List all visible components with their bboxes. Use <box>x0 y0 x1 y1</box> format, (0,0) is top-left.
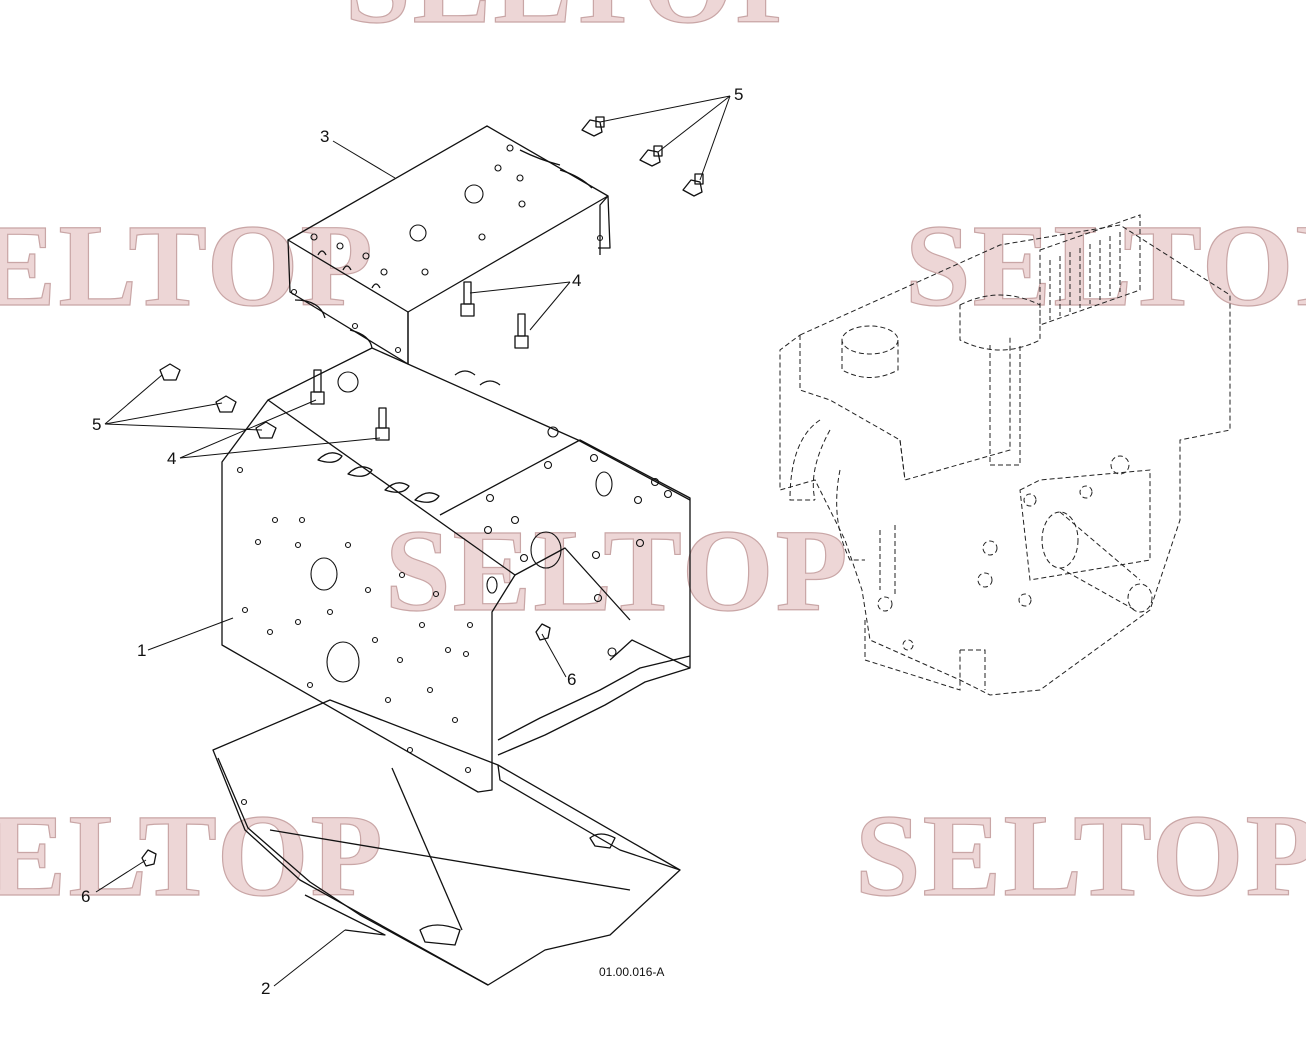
screw-group-top <box>581 116 704 197</box>
bolt-6b-icon <box>141 849 157 867</box>
screw-5c-icon <box>682 173 704 197</box>
callout-labels: 3 5 4 5 4 1 6 6 2 01.00.016-A <box>81 85 743 998</box>
part-1-frame <box>221 347 691 793</box>
callout-1: 1 <box>137 641 146 660</box>
screw-5d-icon <box>159 363 181 381</box>
watermark-left: SELTOP <box>0 200 375 331</box>
watermark-bottom-left: SELTOP <box>0 790 385 921</box>
leader-lines <box>95 95 731 987</box>
bolt-6a-icon <box>535 623 551 641</box>
engine-outline <box>779 214 1231 696</box>
drawing-code: 01.00.016-A <box>599 965 664 979</box>
callout-5-top: 5 <box>734 85 743 104</box>
stud-4b-icon <box>514 313 529 349</box>
screw-5e-icon <box>215 395 237 413</box>
stud-4c-icon <box>310 369 325 405</box>
stud-group <box>310 281 529 441</box>
watermark-center: SELTOP <box>385 505 850 636</box>
callout-4-top: 4 <box>572 271 581 290</box>
watermark-right: SELTOP <box>905 200 1306 331</box>
callout-6-left: 6 <box>81 887 90 906</box>
callout-4-left: 4 <box>167 449 176 468</box>
screw-group-left <box>159 363 277 439</box>
callout-6-right: 6 <box>567 670 576 689</box>
part-3-top-bracket <box>287 125 611 365</box>
screw-5b-icon <box>639 145 663 167</box>
screw-5f-icon <box>255 421 277 439</box>
part-2-base-plate <box>212 699 681 986</box>
watermark-top: SELTOP <box>345 0 810 48</box>
watermark-bottom-right: SELTOP <box>855 790 1306 921</box>
callout-3: 3 <box>320 127 329 146</box>
callout-2: 2 <box>261 979 270 998</box>
callout-5-left: 5 <box>92 415 101 434</box>
stud-4d-icon <box>375 407 390 441</box>
screw-5a-icon <box>581 116 605 137</box>
stud-4a-icon <box>460 281 475 317</box>
watermark-layer: SELTOP SELTOP SELTOP SELTOP SELTOP SELTO… <box>0 0 1306 922</box>
